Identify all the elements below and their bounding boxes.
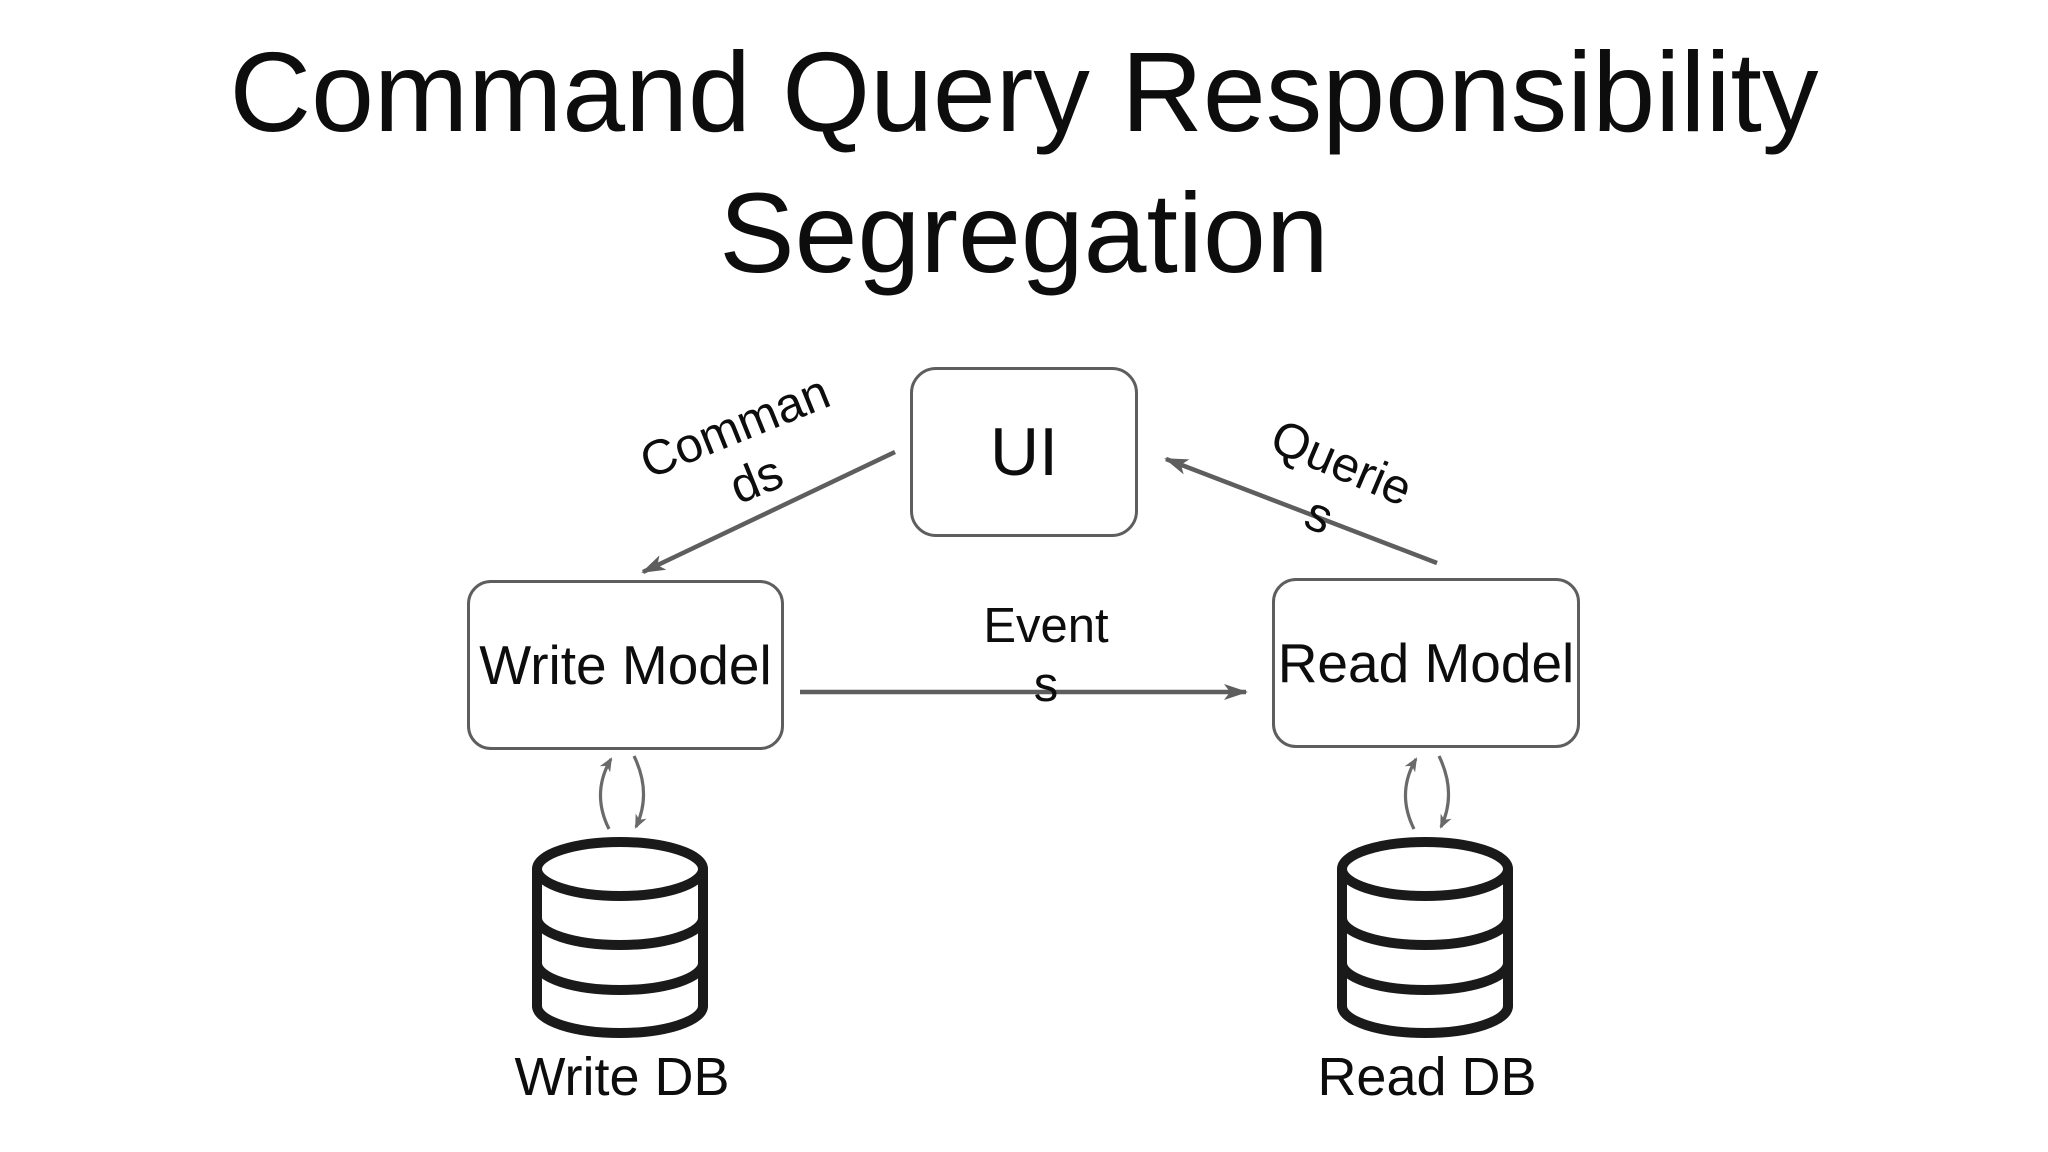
diagram-title: Command Query Responsibility Segregation bbox=[0, 22, 2048, 305]
node-read-model-label: Read Model bbox=[1277, 632, 1575, 694]
events-label-line-1: Event bbox=[983, 599, 1109, 653]
title-line-2: Segregation bbox=[719, 170, 1329, 297]
node-read-model: Read Model bbox=[1272, 578, 1580, 748]
read-sync-arrows-icon bbox=[1403, 755, 1452, 830]
events-edge-label: Event s bbox=[926, 597, 1166, 715]
node-ui: UI bbox=[910, 367, 1138, 537]
events-label-line-2: s bbox=[1033, 657, 1059, 712]
write-database-cylinder-icon bbox=[532, 837, 708, 1038]
node-write-model: Write Model bbox=[467, 580, 784, 750]
read-db-label: Read DB bbox=[1317, 1047, 1537, 1107]
node-write-model-label: Write Model bbox=[479, 634, 772, 696]
read-database-cylinder-icon bbox=[1337, 837, 1513, 1038]
commands-arrow bbox=[641, 449, 896, 575]
node-ui-label: UI bbox=[990, 414, 1058, 490]
write-db-label: Write DB bbox=[514, 1047, 730, 1107]
write-sync-arrows-icon bbox=[598, 755, 647, 830]
queries-arrow bbox=[1164, 456, 1438, 566]
title-line-1: Command Query Responsibility bbox=[229, 29, 1819, 155]
